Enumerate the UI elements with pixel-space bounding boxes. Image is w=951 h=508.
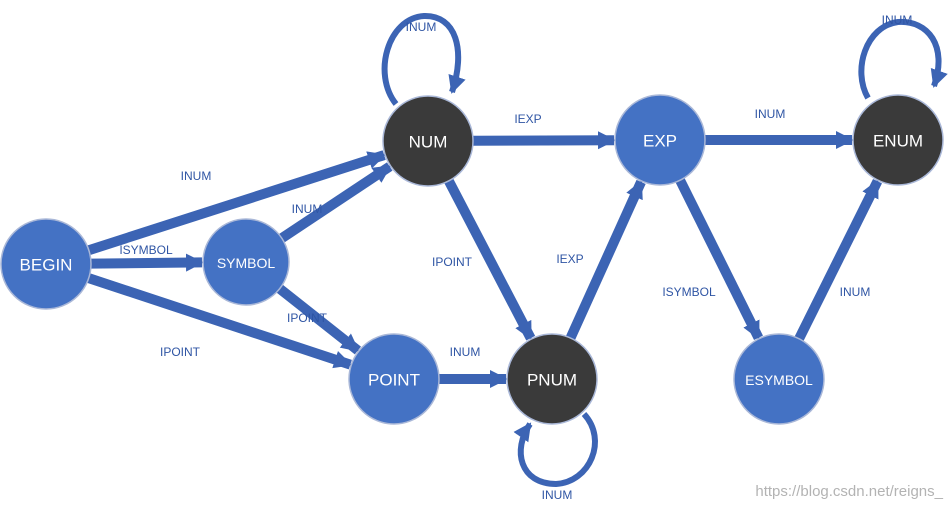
edge-label-enum-to-enum: INUM bbox=[882, 13, 913, 27]
edge-esymbol-to-enum bbox=[794, 178, 882, 341]
state-label-exp: EXP bbox=[643, 132, 677, 151]
edge-label-exp-to-enum: INUM bbox=[755, 107, 786, 121]
state-circle-esymbol bbox=[733, 333, 825, 425]
edge-label-num-to-exp: IEXP bbox=[514, 112, 541, 126]
edge-label-point-to-pnum: INUM bbox=[450, 345, 481, 359]
watermark-text: https://blog.csdn.net/reigns_ bbox=[755, 483, 943, 500]
edges-layer bbox=[87, 12, 948, 488]
state-circle-point bbox=[348, 333, 440, 425]
state-node-pnum: PNUM bbox=[506, 333, 598, 425]
state-circle-exp bbox=[614, 94, 706, 186]
edge-enum-to-enum bbox=[858, 18, 948, 100]
state-node-enum: ENUM bbox=[852, 94, 944, 186]
edge-num-to-exp bbox=[472, 131, 616, 150]
state-label-begin: BEGIN bbox=[20, 256, 73, 275]
state-circle-num bbox=[382, 95, 474, 187]
state-label-esymbol: ESYMBOL bbox=[745, 372, 813, 388]
edge-label-symbol-to-point: IPOINT bbox=[287, 311, 328, 325]
state-node-symbol: SYMBOL bbox=[202, 218, 290, 306]
edge-label-exp-to-esymbol: ISYMBOL bbox=[662, 285, 716, 299]
edge-num-to-num bbox=[381, 12, 466, 106]
edge-pnum-to-pnum bbox=[513, 411, 598, 488]
edge-begin-to-symbol bbox=[90, 253, 204, 272]
edge-labels-layer: INUM ISYMBOL IPOINT INUM IPOINT INUM IEXP IPOIN… bbox=[119, 13, 912, 502]
edge-label-pnum-to-exp: IEXP bbox=[556, 252, 583, 266]
edge-label-num-to-num: INUM bbox=[406, 20, 437, 34]
state-label-enum: ENUM bbox=[873, 132, 923, 151]
edge-symbol-to-num bbox=[279, 162, 393, 243]
nodes-layer: BEGIN SYMBOL NUM POINT PNUM EXP ESYMBOL ENUM bbox=[0, 94, 944, 425]
state-circle-pnum bbox=[506, 333, 598, 425]
state-label-symbol: SYMBOL bbox=[217, 255, 276, 271]
state-node-exp: EXP bbox=[614, 94, 706, 186]
edge-label-num-to-pnum: IPOINT bbox=[432, 255, 473, 269]
edge-pnum-to-exp bbox=[565, 179, 646, 341]
state-node-begin: BEGIN bbox=[0, 218, 92, 310]
edge-label-symbol-to-num: INUM bbox=[292, 202, 323, 216]
edge-exp-to-esymbol bbox=[675, 178, 763, 341]
state-circle-begin bbox=[0, 218, 92, 310]
state-label-pnum: PNUM bbox=[527, 371, 577, 390]
edge-begin-to-point bbox=[87, 273, 353, 370]
edge-label-begin-to-symbol: ISYMBOL bbox=[119, 243, 173, 257]
edge-label-begin-to-num: INUM bbox=[181, 169, 212, 183]
state-node-num: NUM bbox=[382, 95, 474, 187]
edge-label-begin-to-point: IPOINT bbox=[160, 345, 201, 359]
edge-label-esymbol-to-enum: INUM bbox=[840, 285, 871, 299]
state-label-point: POINT bbox=[368, 371, 420, 390]
state-circle-symbol bbox=[202, 218, 290, 306]
state-node-point: POINT bbox=[348, 333, 440, 425]
edge-label-pnum-to-pnum: INUM bbox=[542, 488, 573, 502]
edge-num-to-pnum bbox=[444, 178, 536, 341]
state-circle-enum bbox=[852, 94, 944, 186]
state-label-num: NUM bbox=[409, 133, 448, 152]
state-node-esymbol: ESYMBOL bbox=[733, 333, 825, 425]
edge-begin-to-num bbox=[87, 150, 387, 255]
edge-symbol-to-point bbox=[276, 284, 362, 355]
